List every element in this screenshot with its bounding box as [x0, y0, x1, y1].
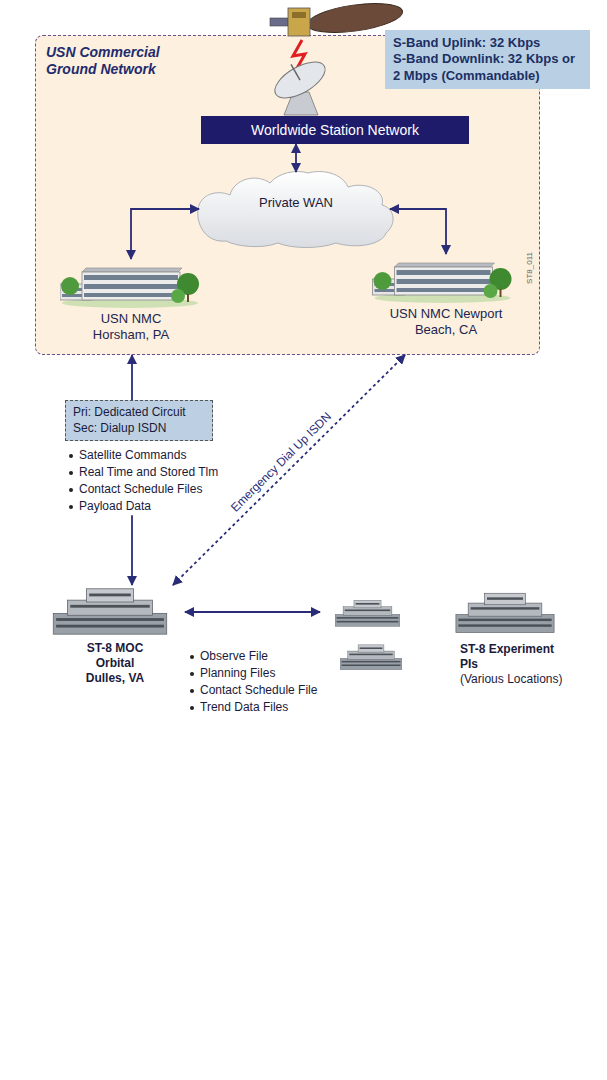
data-link	[390, 209, 446, 254]
building	[335, 600, 400, 626]
list-item-text: Planning Files	[200, 666, 275, 680]
antenna-dish	[267, 50, 331, 115]
backup-link	[173, 355, 405, 585]
data-list-item: Contact Schedule Files	[67, 481, 215, 498]
data-list-item: Payload Data	[67, 498, 215, 515]
data-link	[131, 209, 199, 259]
data-list-item: Contact Schedule File	[188, 682, 317, 699]
experiment-sites: ST-8 Experiment PIs(Various Locations)	[320, 590, 590, 687]
node-title: ST-8 Experiment PIs	[460, 642, 558, 672]
satellite	[306, 0, 405, 38]
bullet-dot	[69, 505, 73, 509]
bullet-dot	[69, 488, 73, 492]
building	[53, 589, 166, 634]
radio-link	[293, 40, 305, 70]
list-item-text: Trend Data Files	[200, 700, 288, 714]
link-info-box: S-Band Uplink: 32 KbpsS-Band Downlink: 3…	[385, 30, 590, 89]
building	[60, 268, 199, 308]
data-link	[131, 355, 133, 400]
bullet-dot	[190, 706, 194, 710]
building	[373, 263, 512, 303]
figure-id: ST8_011	[525, 252, 535, 284]
bullet-dot	[190, 672, 194, 676]
list-item-text: Payload Data	[79, 499, 151, 513]
node-title: S-Band Uplink: 32 Kbps	[393, 35, 582, 51]
antenna-dish	[267, 50, 331, 105]
antenna-dish	[291, 64, 300, 80]
link-type-box: Pri: Dedicated Circuit Sec: Dialup ISDN S…	[65, 400, 215, 515]
satellite	[306, 0, 405, 38]
data-list-item: Trend Data Files	[188, 699, 288, 716]
bullet-dot	[69, 471, 73, 475]
antenna-dish	[284, 92, 318, 115]
list-item-text: Contact Schedule File	[200, 683, 317, 697]
data-link	[131, 515, 133, 585]
node-title: Pri: Dedicated Circuit Sec: Dialup ISDN	[65, 400, 213, 441]
data-list-item: Observe File	[188, 648, 268, 665]
satellite	[292, 12, 306, 18]
node-title: USN NMC Newport Beach, CA	[387, 306, 505, 337]
node-subtitle: S-Band Downlink: 32 Kbps or 2 Mbps (Comm…	[393, 51, 582, 84]
node-subtitle: (Various Locations)	[460, 672, 590, 687]
building	[456, 593, 554, 632]
antenna-dish	[269, 55, 330, 106]
bullet-dot	[69, 454, 73, 458]
station-network-box: Worldwide Station Network	[201, 116, 469, 144]
data-list-item: Real Time and Stored Tlm	[67, 464, 215, 481]
link-label: Emergency Dial Up ISDN	[227, 408, 336, 516]
facility-node: USN NMC Horsham, PA	[56, 259, 206, 342]
data-list-item: Planning Files	[188, 665, 275, 682]
bullet-dot	[190, 689, 194, 693]
node-title: Private WAN	[196, 169, 396, 210]
data-list-item: Satellite Commands	[67, 447, 215, 464]
building	[340, 645, 402, 670]
satellite	[310, 18, 318, 20]
figure-id-text: ST8_011	[525, 252, 534, 284]
data-link	[295, 144, 297, 172]
node-title: ST-8 MOC	[45, 641, 185, 656]
list-item-text: Observe File	[200, 649, 268, 663]
satellite	[288, 8, 310, 36]
satellite	[270, 18, 288, 26]
list-item-text: Satellite Commands	[79, 448, 186, 462]
node-subtitle: Orbital Dulles, VA	[75, 656, 155, 686]
node-title: USN NMC Horsham, PA	[81, 311, 181, 342]
bullet-dot	[190, 655, 194, 659]
node-title: USN Commercial Ground Network	[46, 44, 181, 78]
facility-node: USN NMC Newport Beach, CA	[366, 254, 526, 337]
satellite	[270, 0, 404, 38]
wan-cloud: Private WAN	[196, 169, 396, 249]
operations-center: ST-8 MOCOrbital Dulles, VA	[45, 585, 185, 686]
list-item-text: Contact Schedule Files	[79, 482, 202, 496]
data-link	[185, 611, 320, 613]
list-item-text: Real Time and Stored Tlm	[79, 465, 218, 479]
node-title: Worldwide Station Network	[207, 122, 463, 138]
